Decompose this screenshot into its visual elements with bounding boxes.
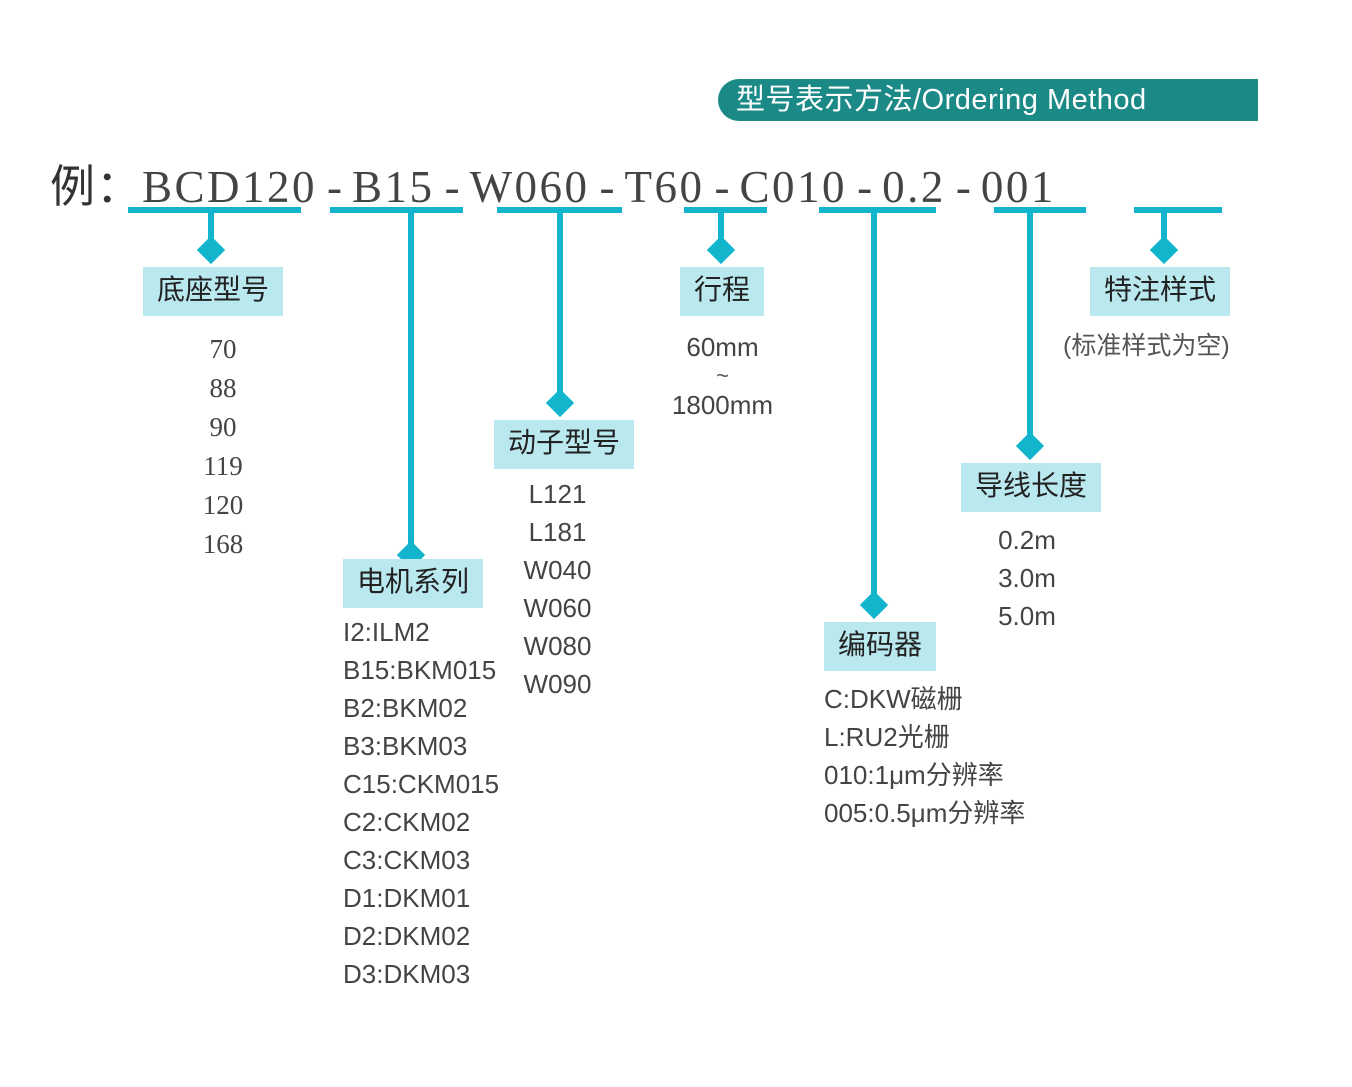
diamond-marker-stroke	[706, 235, 736, 265]
chip-special-style: 特注样式	[1090, 267, 1231, 316]
dropline-stroke	[718, 207, 724, 250]
stroke-max: 1800mm	[671, 390, 774, 420]
diamond-marker-special-style	[1149, 235, 1179, 265]
option-item: 0.2m	[998, 525, 1056, 555]
option-item: 168	[202, 529, 244, 559]
option-item: 70	[209, 334, 237, 364]
separator-dash: -	[955, 162, 971, 212]
option-item: 005:0.5μm分辨率	[824, 798, 1026, 828]
separator-dash: -	[444, 162, 460, 212]
option-item: 5.0m	[998, 601, 1056, 631]
underline-base-model	[128, 207, 301, 213]
option-item: C15:CKM015	[343, 769, 500, 799]
dropline-encoder	[871, 207, 877, 605]
option-item: L181	[528, 517, 587, 547]
example-prefix: 例：	[50, 162, 143, 212]
option-item: C:DKW磁栅	[824, 684, 963, 714]
chip-motor-series: 电机系列	[343, 559, 484, 608]
option-item: 010:1μm分辨率	[824, 760, 1004, 790]
underline-special-style	[1134, 207, 1222, 213]
option-item: W060	[523, 593, 592, 623]
option-item: W040	[523, 555, 592, 585]
stroke-range-mark: ~	[716, 363, 729, 388]
option-item: W090	[523, 669, 592, 699]
option-item: B15:BKM015	[343, 655, 497, 685]
page-title: 型号表示方法/Ordering Method	[736, 83, 1147, 116]
segment-motor-series: B15	[352, 162, 435, 212]
separator-dash: -	[327, 162, 343, 212]
underline-wire-length	[994, 207, 1086, 213]
dropline-special-style	[1161, 207, 1167, 250]
diamond-marker-mover-model	[545, 388, 575, 418]
diamond-marker-base-model	[196, 235, 226, 265]
option-item: D2:DKM02	[343, 921, 471, 951]
segment-mover-model: W060	[469, 162, 590, 212]
chip-base-model: 底座型号	[143, 267, 284, 316]
dropline-wire-length	[1027, 207, 1033, 446]
diamond-marker-wire-length	[1015, 431, 1045, 461]
option-item: 3.0m	[998, 563, 1056, 593]
dropline-base-model	[208, 207, 214, 250]
model-number-row: 例： BCD120 - B15 - W060 - T60 - C010 - 0.…	[50, 150, 1056, 212]
option-item: I2:ILM2	[343, 617, 430, 647]
stroke-min: 60mm	[686, 332, 759, 362]
options-wire-length: 0.2m 3.0m 5.0m	[968, 521, 1086, 635]
underline-motor-series	[330, 207, 463, 213]
option-item: L121	[528, 479, 587, 509]
chip-wire-length: 导线长度	[961, 463, 1102, 512]
options-stroke: 60mm ~ 1800mm	[655, 328, 790, 424]
option-item: W080	[523, 631, 592, 661]
option-item: B3:BKM03	[343, 731, 468, 761]
segment-encoder: C010	[739, 162, 848, 212]
options-mover-model: L121 L181 W040 W060 W080 W090	[500, 475, 615, 703]
option-item: C3:CKM03	[343, 845, 471, 875]
note-special-style: (标准样式为空)	[1063, 332, 1230, 360]
segment-stroke: T60	[624, 162, 705, 212]
underline-encoder	[819, 207, 936, 213]
option-item: C2:CKM02	[343, 807, 471, 837]
option-item: 119	[203, 451, 243, 481]
separator-dash: -	[599, 162, 615, 212]
option-item: 88	[209, 373, 237, 403]
segment-special-style: 001	[980, 162, 1056, 212]
options-encoder: C:DKW磁栅 L:RU2光栅 010:1μm分辨率 005:0.5μm分辨率	[824, 680, 1025, 832]
option-item: D1:DKM01	[343, 883, 471, 913]
chip-stroke: 行程	[680, 267, 765, 316]
diamond-marker-encoder	[859, 590, 889, 620]
option-item: B2:BKM02	[343, 693, 468, 723]
option-item: L:RU2光栅	[824, 722, 950, 752]
dropline-mover-model	[557, 207, 563, 403]
chip-encoder: 编码器	[824, 622, 937, 671]
segment-wire-length: 0.2	[882, 162, 946, 212]
dropline-motor-series	[408, 207, 414, 555]
underline-stroke	[684, 207, 767, 213]
page-title-pill: 型号表示方法/Ordering Method	[718, 79, 1258, 121]
separator-dash: -	[857, 162, 873, 212]
chip-mover-model: 动子型号	[494, 420, 635, 469]
segment-base-model: BCD120	[142, 162, 318, 212]
option-item: 120	[202, 490, 244, 520]
separator-dash: -	[714, 162, 730, 212]
options-motor-series: I2:ILM2 B15:BKM015 B2:BKM02 B3:BKM03 C15…	[343, 613, 499, 993]
option-item: 90	[209, 412, 237, 442]
option-item: D3:DKM03	[343, 959, 471, 989]
options-base-model: 70 88 90 119 120 168	[158, 330, 288, 564]
